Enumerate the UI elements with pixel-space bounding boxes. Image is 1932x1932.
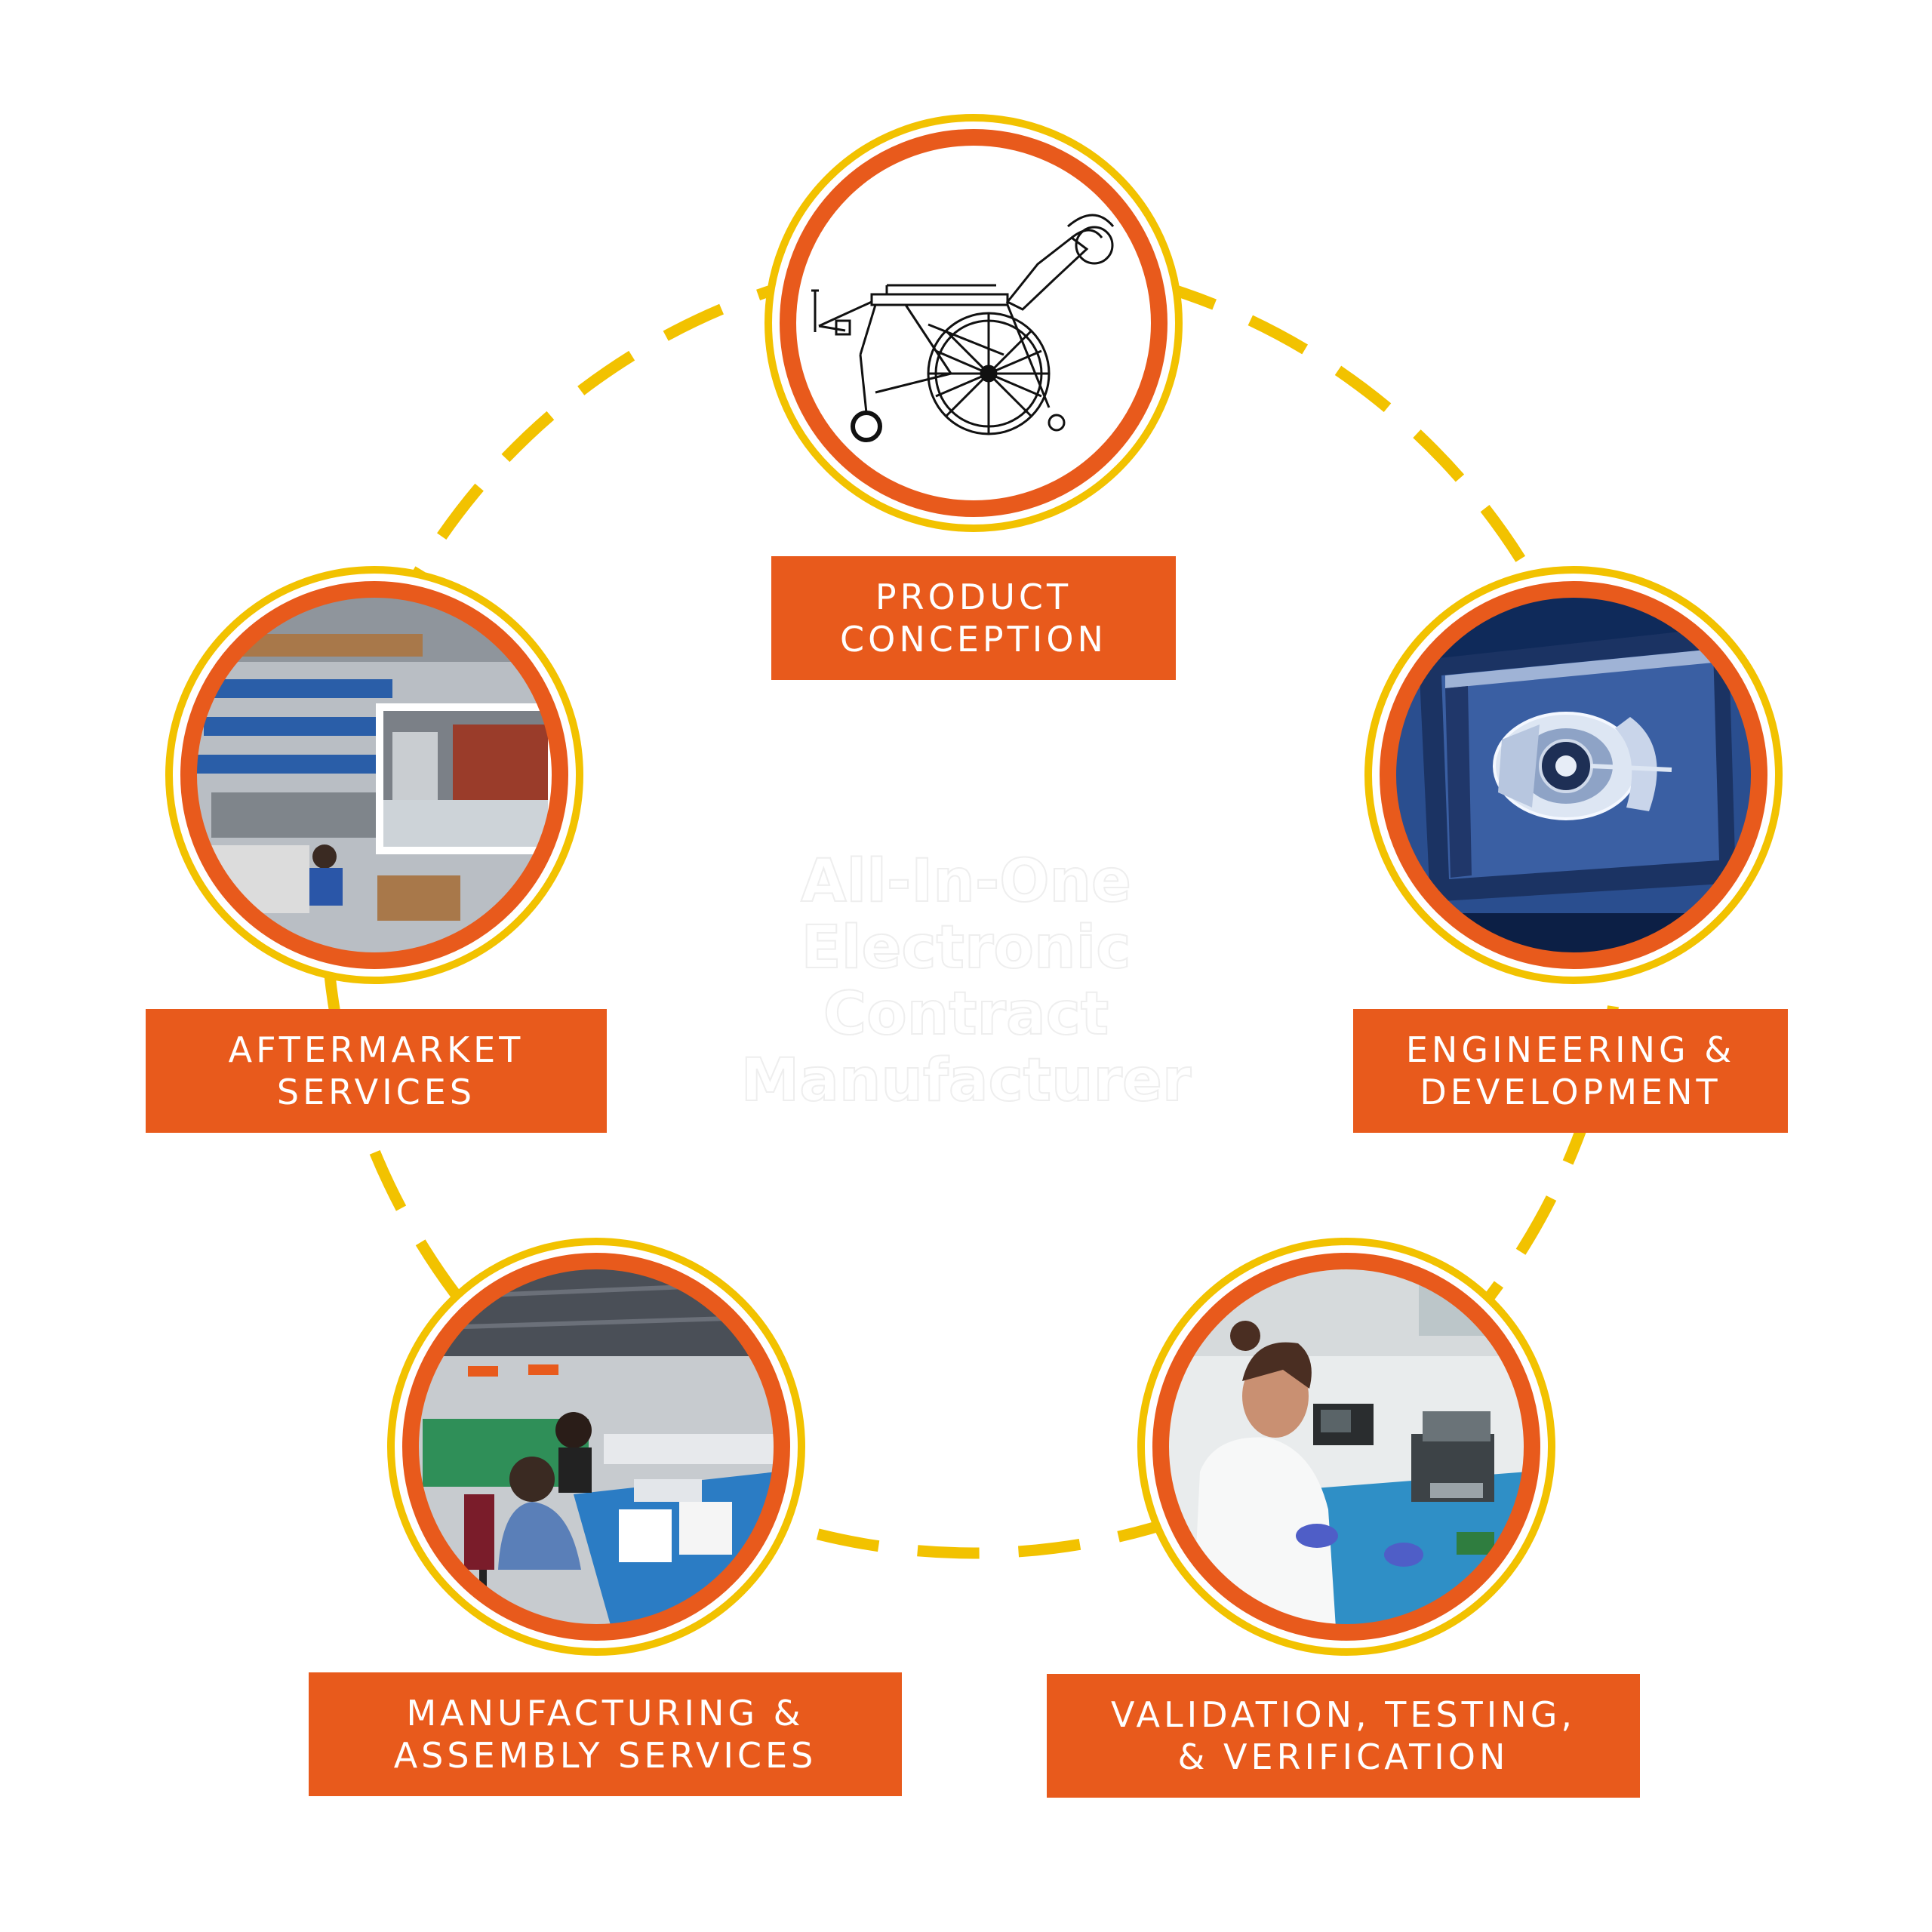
label-product-conception-line-2: CONCEPTION [840, 619, 1107, 660]
label-manufacturing-assembly-line-2: ASSEMBLY SERVICES [393, 1735, 817, 1776]
label-validation-testing: VALIDATION, TESTING, & VERIFICATION [1047, 1674, 1640, 1798]
center-title-line-4: Manufacturer [740, 1047, 1192, 1115]
label-engineering-development-line-2: DEVELOPMENT [1420, 1072, 1721, 1112]
label-product-conception-line-1: PRODUCT [875, 577, 1072, 617]
node-manufacturing-assembly [387, 1238, 805, 1656]
factory-floor-image [196, 597, 552, 953]
center-title-line-1: All-In-One [800, 848, 1132, 915]
label-engineering-development: ENGINEERING & DEVELOPMENT [1353, 1009, 1788, 1133]
node-validation-testing [1137, 1238, 1555, 1656]
label-validation-testing-line-1: VALIDATION, TESTING, [1111, 1694, 1576, 1735]
label-engineering-development-line-1: ENGINEERING & [1405, 1029, 1736, 1070]
label-validation-testing-line-2: & VERIFICATION [1177, 1737, 1509, 1777]
label-aftermarket-services: AFTERMARKET SERVICES [146, 1009, 607, 1133]
center-title-line-2: Electronic [801, 914, 1132, 982]
label-manufacturing-assembly-line-1: MANUFACTURING & [406, 1693, 804, 1734]
node-aftermarket-services [165, 566, 583, 984]
center-title: All-In-One Electronic Contract Manufactu… [702, 845, 1230, 1117]
label-aftermarket-services-line-2: SERVICES [276, 1072, 476, 1112]
center-title-line-3: Contract [823, 980, 1109, 1048]
node-engineering-development [1364, 566, 1783, 984]
node-product-conception [764, 114, 1183, 532]
label-product-conception: PRODUCT CONCEPTION [771, 556, 1176, 680]
label-aftermarket-services-line-1: AFTERMARKET [228, 1029, 525, 1070]
wheelchair-drawing-image [811, 214, 1115, 442]
label-manufacturing-assembly: MANUFACTURING & ASSEMBLY SERVICES [309, 1672, 902, 1796]
